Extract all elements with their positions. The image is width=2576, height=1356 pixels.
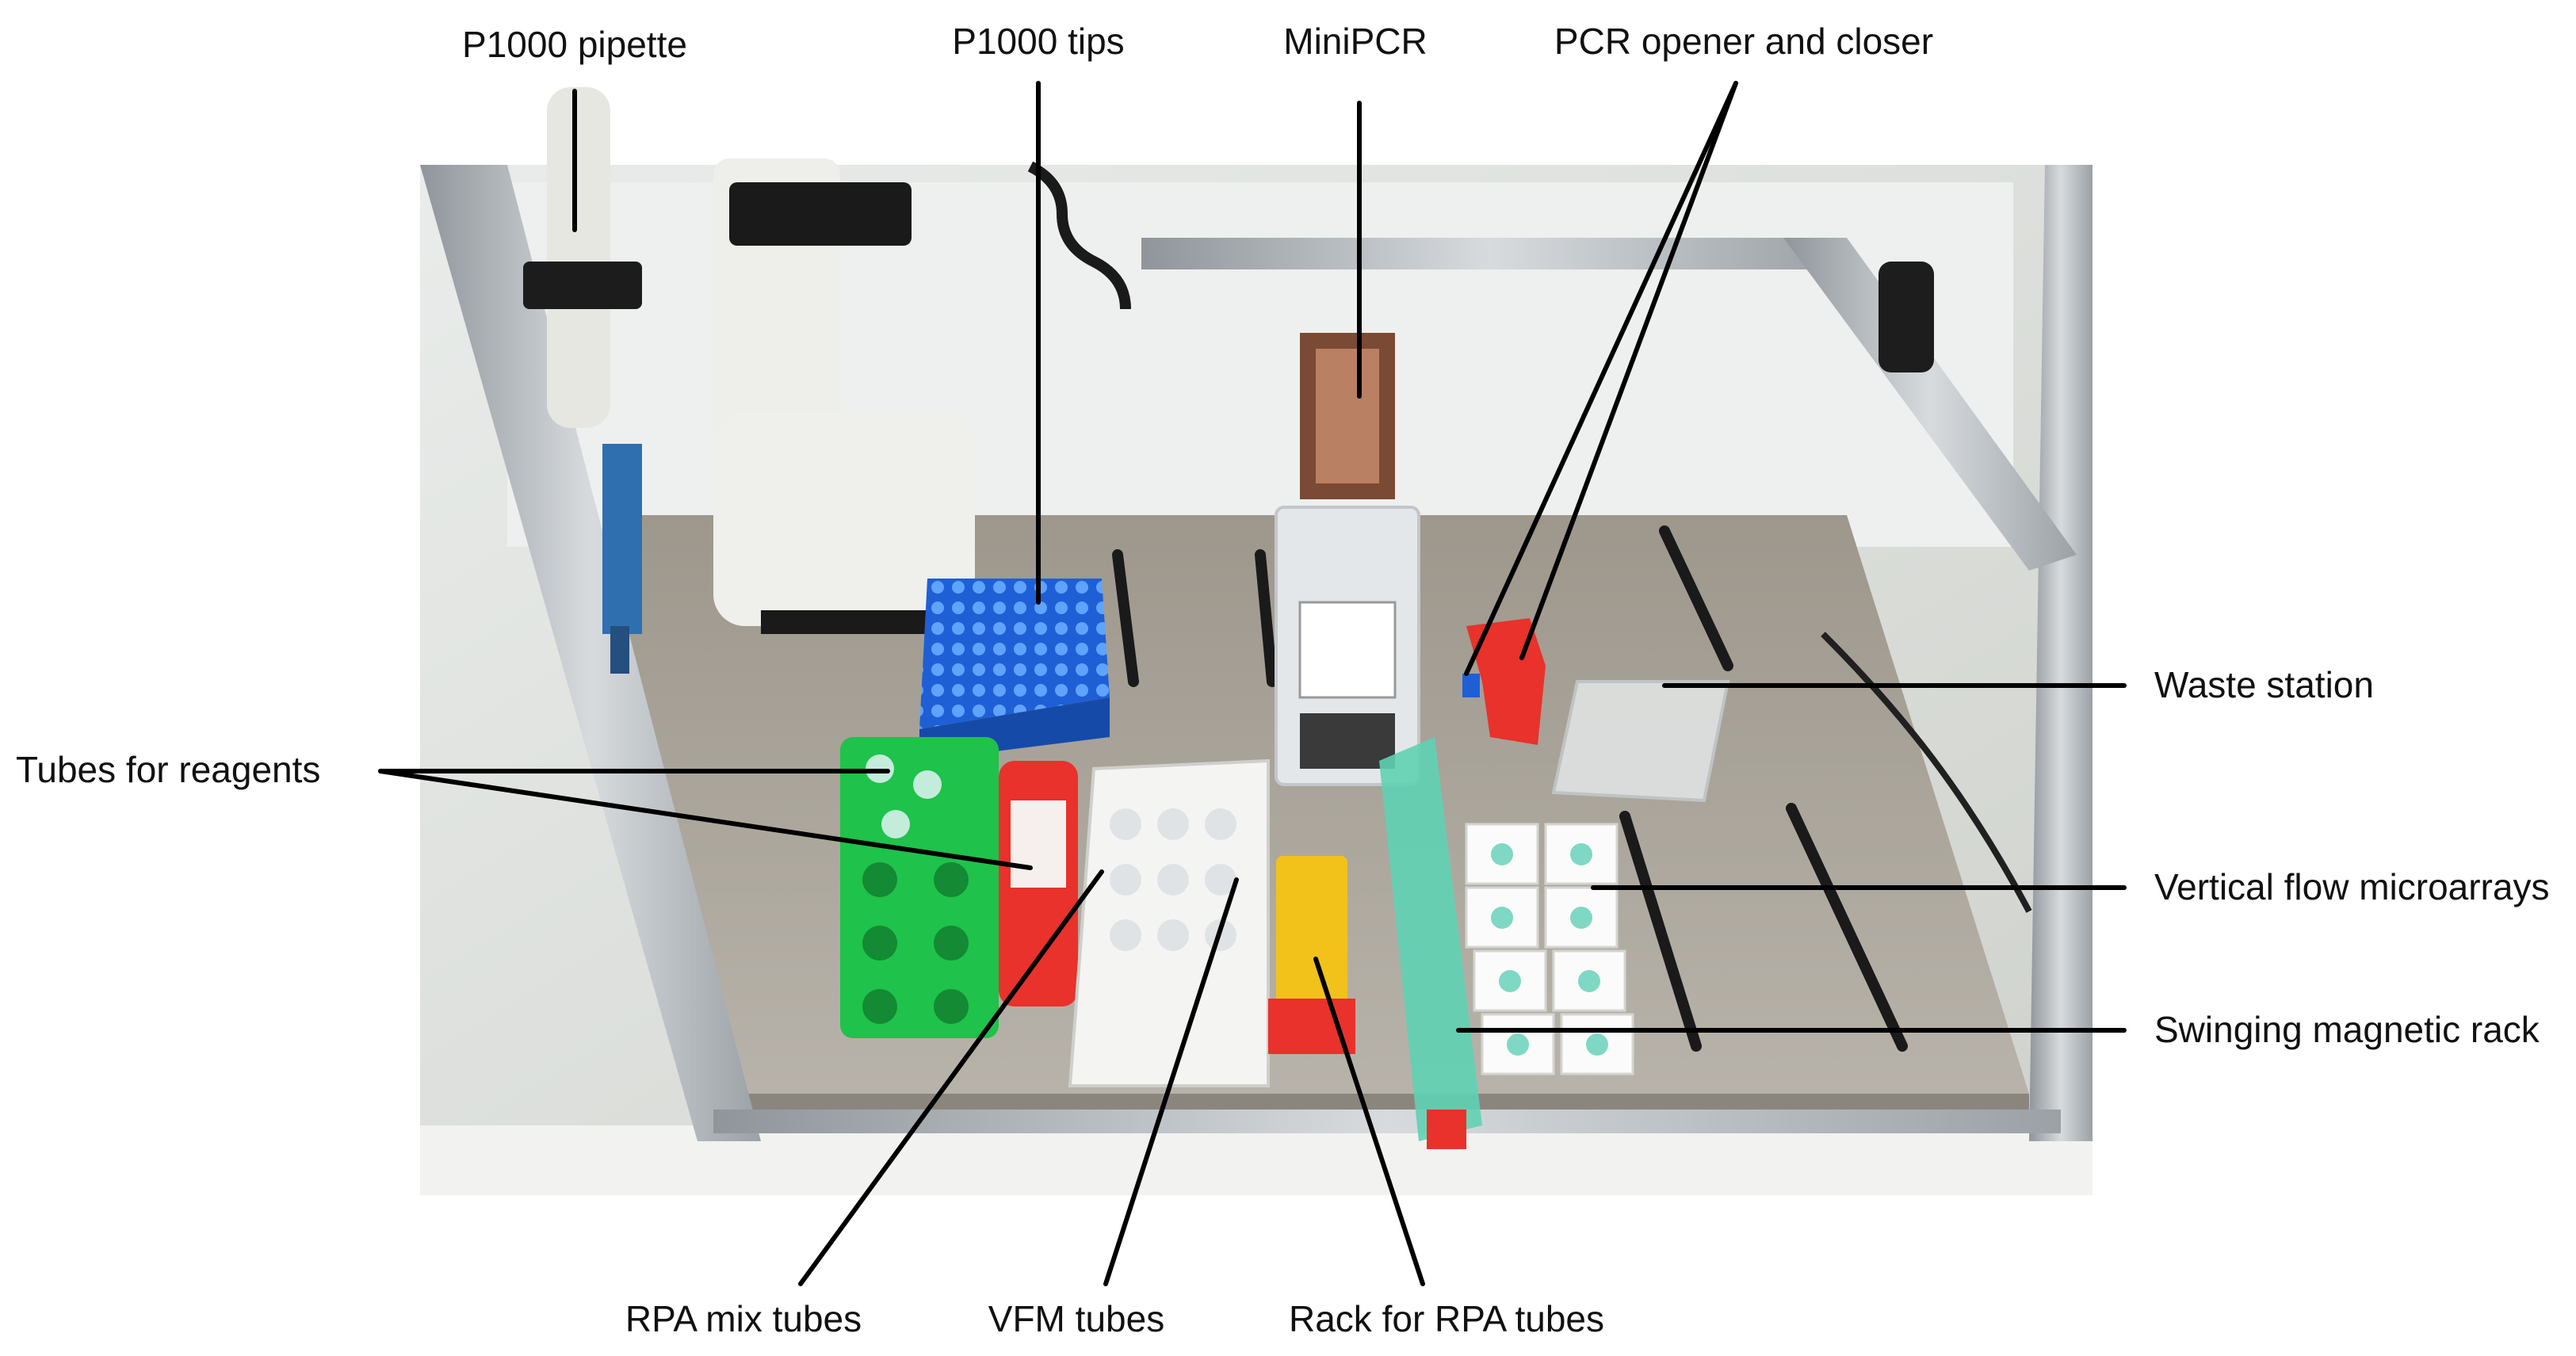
- label-rack-for-rpa-tubes: Rack for RPA tubes: [1289, 1298, 1604, 1339]
- microarrays-photo: [1465, 823, 1634, 1075]
- frame-bottom-bar: [713, 1110, 2061, 1133]
- frame-right-post: [2029, 165, 2093, 1141]
- label-p1000-pipette: P1000 pipette: [462, 24, 687, 65]
- labels: P1000 pipette P1000 tips MiniPCR PCR ope…: [16, 21, 2549, 1339]
- waste-station-photo: [1551, 680, 1730, 803]
- leader-pcr-opener-b: [1519, 81, 1738, 660]
- pipette-photo: [523, 87, 642, 674]
- tip-box-photo: [919, 579, 1110, 761]
- leader-lines: [378, 81, 2127, 1286]
- white-rack-photo: [1068, 758, 1270, 1087]
- label-vfm-tubes: VFM tubes: [988, 1298, 1164, 1339]
- cable-photo: [1027, 161, 1131, 310]
- label-minipcr: MiniPCR: [1283, 21, 1427, 62]
- frame-right-rail: [1783, 238, 2077, 571]
- label-p1000-tips: P1000 tips: [952, 21, 1124, 62]
- leader-vfm: [1103, 877, 1239, 1286]
- frame-left-post: [420, 165, 761, 1141]
- leader-rpa-mix: [798, 869, 1104, 1286]
- deck-rails: [1112, 525, 1908, 1052]
- red-rack-photo: [999, 761, 1078, 1006]
- rpa-rack-photo: [1268, 856, 1355, 1054]
- label-rpa-mix-tubes: RPA mix tubes: [625, 1298, 862, 1339]
- deck-cable: [1821, 632, 2032, 913]
- frame-handle: [1878, 262, 1934, 372]
- foam-base: [420, 1125, 2093, 1195]
- label-tubes-for-reagents: Tubes for reagents: [16, 749, 320, 790]
- leader-rpa-rack: [1313, 957, 1425, 1286]
- leader-pcr-opener-a: [1464, 81, 1738, 676]
- leader-reagents-b: [378, 769, 1033, 870]
- label-vertical-flow-microarrays: Vertical flow microarrays: [2154, 866, 2549, 907]
- label-swinging-magnetic-rack: Swinging magnetic rack: [2154, 1009, 2540, 1050]
- label-waste-station: Waste station: [2154, 664, 2374, 705]
- photo: [420, 87, 2093, 1195]
- label-pcr-opener-closer: PCR opener and closer: [1554, 21, 1933, 62]
- green-rack-photo: [840, 737, 999, 1038]
- minipcr-photo: [1275, 333, 1420, 786]
- pipette-head-photo: [713, 159, 975, 634]
- frame-top-bar: [1141, 238, 1839, 269]
- magnetic-rack-photo: [1379, 737, 1482, 1149]
